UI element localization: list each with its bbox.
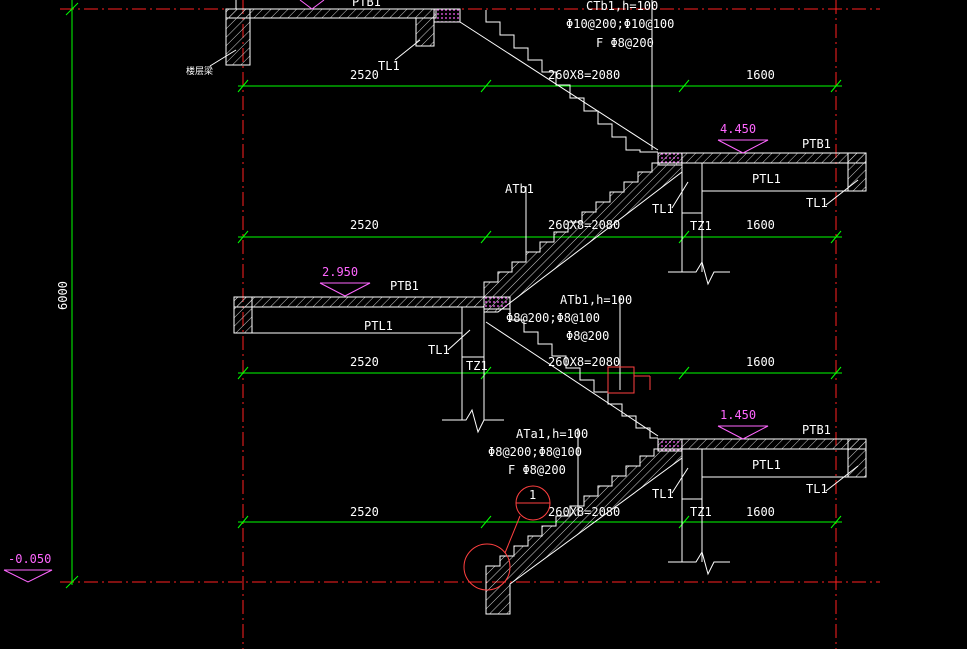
label-tz1-2950: TZ1 [466,359,488,373]
label-ptl1-4450: PTL1 [752,172,781,186]
overall-height-dimension [65,0,79,589]
top-landing [225,0,461,66]
flight-atb1 [483,162,683,313]
elev-mark-4450 [717,139,769,154]
label-ptb1-1450: PTB1 [802,423,831,437]
label-ctb1: CTb1,h=100 [586,0,658,13]
label-ata1-rebar2: F Φ8@200 [508,463,566,477]
label-ptb1-4450: PTB1 [802,137,831,151]
detail-circle-large [463,543,511,591]
label-ata1: ATa1,h=100 [516,427,588,441]
label-tl1-2950: TL1 [428,343,450,357]
label-floor-beam: 楼层梁 [186,65,213,77]
detail-number: 1 [529,488,536,502]
label-ctb1-rebar1: Φ10@200;Φ10@100 [566,17,674,31]
dim-1600-row3: 1600 [746,355,775,369]
dim-flight-row1: 260X8=2080 [548,68,620,82]
label-tl1-4450-right: TL1 [806,196,828,210]
elev-neg-050: -0.050 [8,552,51,566]
elev-mark-1450 [717,425,769,440]
label-tz1-1450: TZ1 [690,505,712,519]
elev-2950: 2.950 [322,265,358,279]
label-tl1-1450-right: TL1 [806,482,828,496]
landing-4450 [657,152,867,286]
dim-2520-row3: 2520 [350,355,379,369]
elev-mark-neg [3,569,53,583]
flight-ctb1 [459,10,659,153]
label-ata1-rebar1: Φ8@200;Φ8@100 [488,445,582,459]
dim-1600-row2: 1600 [746,218,775,232]
dim-1600-row4: 1600 [746,505,775,519]
label-ptl1-1450: PTL1 [752,458,781,472]
dim-2520-row2: 2520 [350,218,379,232]
landing-1450 [657,438,867,576]
flight-ata1 [485,448,683,615]
elev-mark-2950 [319,282,371,297]
landing-2950 [233,296,511,434]
label-atb1: ATb1 [505,182,534,196]
label-tl1-top: TL1 [378,59,400,73]
elev-1450: 1.450 [720,408,756,422]
elev-4450: 4.450 [720,122,756,136]
label-ctb1-rebar2: F Φ8@200 [596,36,654,50]
dim-1600-row1: 1600 [746,68,775,82]
detail-box-red [607,366,635,394]
label-ptl1-2950: PTL1 [364,319,393,333]
overall-height-label: 6000 [56,281,70,310]
dimension-lines [237,79,842,529]
label-atb1-rebar2: Φ8@200 [566,329,609,343]
label-ptb1-top: PTB1 [352,0,381,9]
label-tl1-1450-left: TL1 [652,487,674,501]
label-tz1-4450: TZ1 [690,219,712,233]
label-tl1-4450-left: TL1 [652,202,674,216]
flight-atb1h [485,309,659,439]
label-ptb1-2950: PTB1 [390,279,419,293]
label-atb1-rebar1: Φ8@200;Φ8@100 [506,311,600,325]
dim-2520-row1: 2520 [350,68,379,82]
dim-2520-row4: 2520 [350,505,379,519]
label-atb1h: ATb1,h=100 [560,293,632,307]
